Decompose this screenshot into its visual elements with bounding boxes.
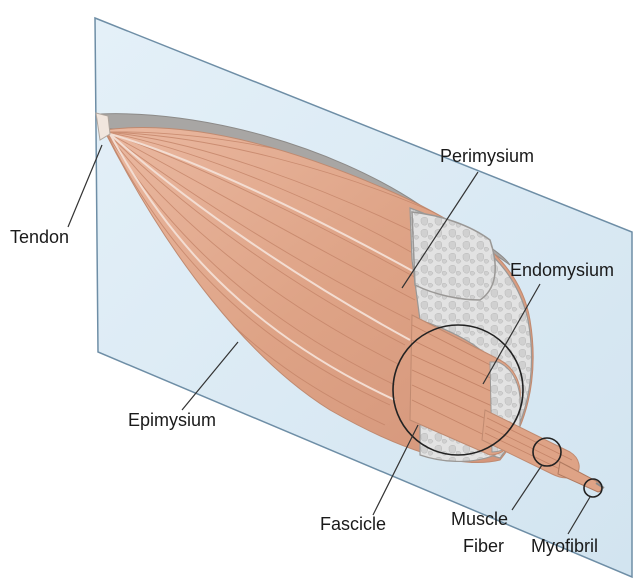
epimysium-label: Epimysium: [128, 410, 216, 431]
tendon-label: Tendon: [10, 227, 69, 248]
fascicle-label: Fascicle: [320, 514, 386, 535]
perimysium-label: Perimysium: [440, 146, 534, 167]
muscle-fiber-label-line2: Fiber: [463, 536, 504, 557]
myofibril-label: Myofibril: [531, 536, 598, 557]
endomysium-label: Endomysium: [510, 260, 614, 281]
muscle-fiber-label-line1: Muscle: [451, 509, 508, 530]
